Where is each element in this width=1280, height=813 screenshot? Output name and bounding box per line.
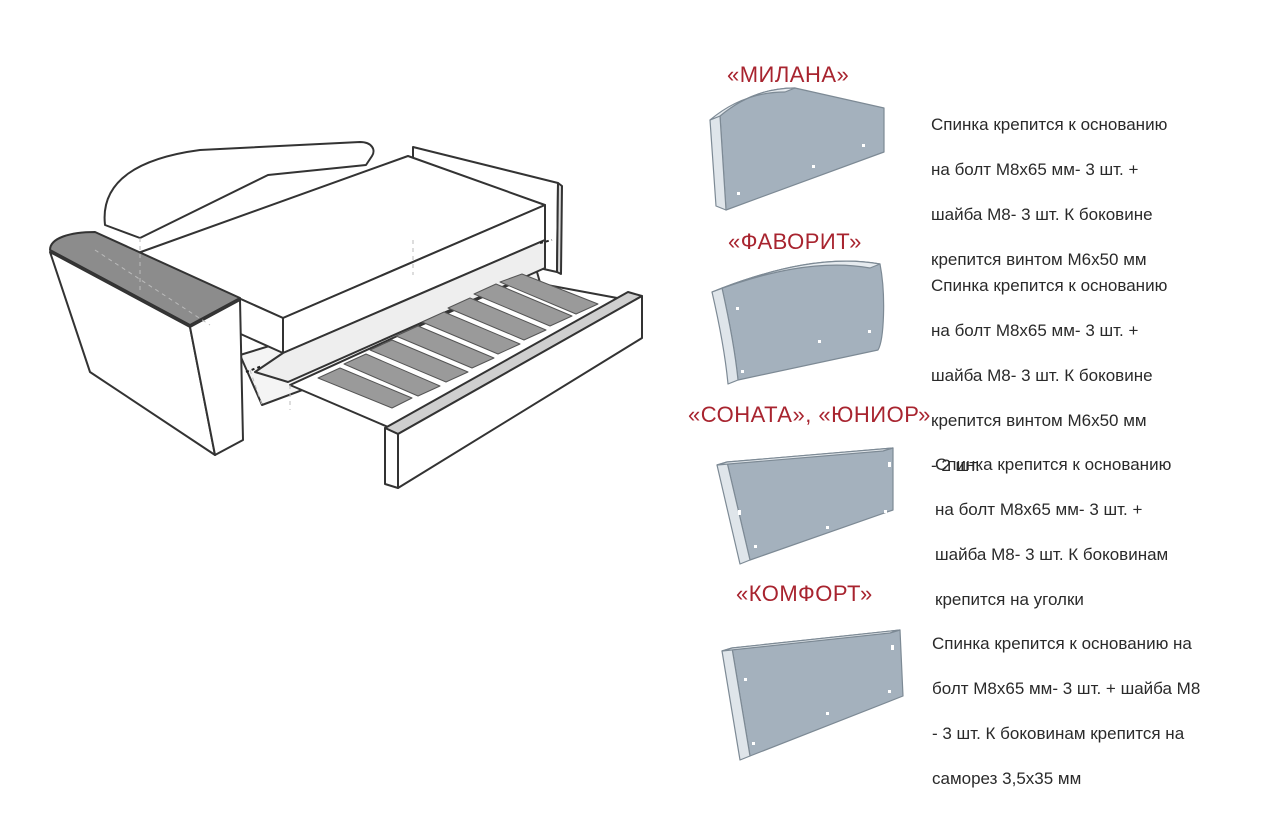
panel-komfort [721,629,904,761]
panel-milana [709,87,885,211]
item-3-description: Спинка крепится к основанию на болт М8х6… [935,431,1235,634]
item-4-line-4: саморез 3,5х35 мм [932,768,1082,788]
panel-favorit [711,260,885,385]
item-2-line-5: - 2 шт. [931,455,980,475]
item-3-line-3: шайба М8- 3 шт. К боковинам [935,544,1169,564]
item-4-description: Спинка крепится к основанию на болт М8х6… [932,610,1232,813]
item-3-line-1: Спинка крепится к основанию [935,454,1172,474]
item-2-line-1: Спинка крепится к основанию [931,275,1168,295]
item-2-title: «ФАВОРИТ» [728,229,862,254]
item-1-line-1: Спинка крепится к основанию [931,114,1168,134]
item-4-line-3: - 3 шт. К боковинам крепится на [932,723,1185,743]
item-2-line-3: шайба М8- 3 шт. К боковине [931,365,1153,385]
item-3-line-2: на болт М8х65 мм- 3 шт. + [935,499,1143,519]
item-1-line-4: крепится винтом М6х50 мм [931,249,1147,269]
sofa-left-armrest [49,231,241,326]
sofa-back-panel [103,141,375,239]
item-2-line-4: крепится винтом М6х50 мм [931,410,1147,430]
item-1-title: «МИЛАНА» [727,62,850,87]
item-1-line-3: шайба М8- 3 шт. К боковине [931,204,1153,224]
item-3-line-4: крепится на уголки [935,589,1084,609]
panel-sonata [716,447,894,565]
item-2-description: Спинка крепится к основанию на болт М8х6… [931,252,1231,500]
panel-drawings [709,87,904,761]
item-4-title: «КОМФОРТ» [736,581,873,606]
sofa-illustration [49,141,643,489]
item-1-line-2: на болт М8х65 мм- 3 шт. + [931,159,1139,179]
item-2-line-2: на болт М8х65 мм- 3 шт. + [931,320,1139,340]
item-4-line-1: Спинка крепится к основанию на [932,633,1192,653]
item-4-line-2: болт М8х65 мм- 3 шт. + шайба М8 [932,678,1201,698]
item-1-description: Спинка крепится к основанию на болт М8х6… [931,91,1231,294]
item-3-title: «СОНАТА», «ЮНИОР» [688,402,931,427]
